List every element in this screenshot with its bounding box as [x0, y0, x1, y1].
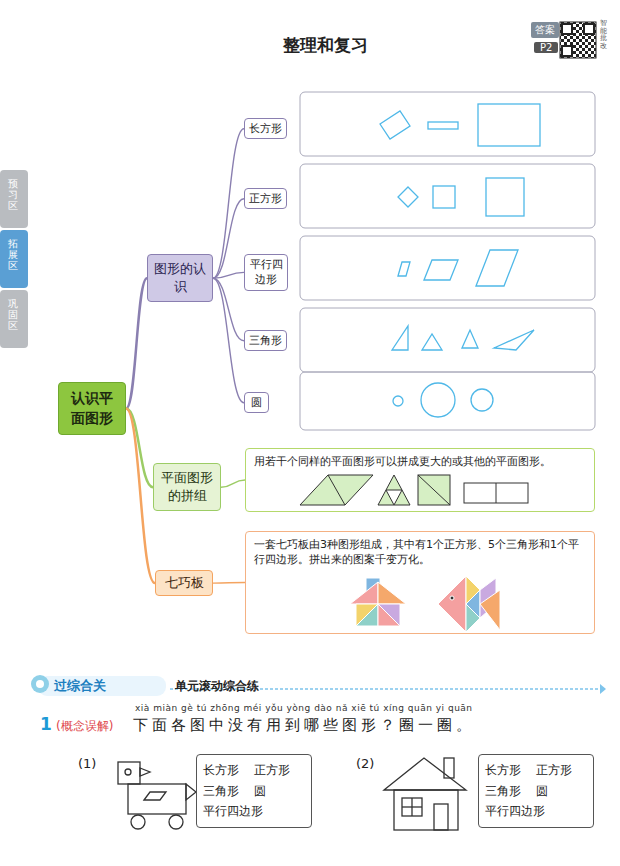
node-text: 正方形: [249, 191, 282, 206]
branch-connector: [126, 409, 155, 584]
sub-number: (1): [78, 756, 96, 771]
node-text: 正方形: [536, 762, 587, 779]
sub-number: (2): [356, 756, 374, 771]
node-text: 长方形: [485, 762, 536, 779]
side-tab-text: 预习区: [8, 178, 18, 211]
page-title: 整理和复习: [283, 34, 368, 57]
branch-connector: [213, 272, 244, 278]
section-subtitle: 单元滚动综合练: [175, 678, 259, 695]
sample-shapes: [380, 104, 540, 417]
side-tab-text: 拓展区: [8, 238, 18, 271]
node-text: 平面图形的拼组: [160, 469, 214, 505]
node-text: 圆: [251, 395, 262, 410]
question-text: 下面各图中没有用到哪些图形？圈一圈。: [133, 716, 475, 735]
node-text: 平行四边形: [203, 803, 254, 820]
node-text: 三角形: [203, 783, 254, 800]
section-title: 过综合关: [54, 677, 106, 695]
figure-1: [118, 762, 196, 829]
side-tab: [0, 290, 28, 348]
node-text: 圆: [536, 783, 587, 800]
side-tab: [0, 230, 28, 288]
section-header: [31, 675, 606, 696]
page-tag: P2: [534, 42, 558, 53]
option-box: 长方形正方形三角形圆平行四边形: [196, 754, 312, 828]
leaf-box: 三角形: [244, 330, 287, 351]
side-tab-text: 巩固区: [8, 298, 18, 331]
node-text: 圆: [254, 783, 305, 800]
side-tab: [0, 170, 28, 228]
branch-box: 图形的认识: [147, 254, 213, 302]
answer-tag: 答案: [531, 22, 559, 38]
note-panel: 一套七巧板由3种图形组成，其中有1个正方形、5个三角形和1个平行四边形。拼出来的…: [245, 531, 595, 634]
leaf-box: 正方形: [244, 188, 287, 209]
note-panel: 用若干个同样的平面图形可以拼成更大的或其他的平面图形。: [245, 448, 595, 512]
leaf-box: 平行四边形: [244, 254, 288, 291]
node-text: 三角形: [485, 783, 536, 800]
branch-connector: [126, 278, 147, 408]
node-text: 长方形: [203, 762, 254, 779]
node-text: 用若干个同样的平面图形可以拼成更大的或其他的平面图形。: [254, 454, 586, 469]
node-text: 七巧板: [162, 574, 206, 592]
branch-connector: [213, 278, 244, 403]
combination-shapes: [300, 475, 528, 505]
branch-box: 七巧板: [155, 570, 213, 596]
leaf-box: 长方形: [244, 118, 287, 139]
qr-note: 智能批改: [600, 20, 607, 51]
leaf-box: 圆: [244, 392, 269, 413]
node-text: 正方形: [254, 762, 305, 779]
question-number: 1: [40, 714, 52, 734]
node-text: 一套七巧板由3种图形组成，其中有1个正方形、5个三角形和1个平行四边形。拼出来的…: [254, 537, 586, 568]
branch-box: 平面图形的拼组: [153, 463, 221, 511]
node-text: 认识平面图形: [65, 389, 119, 428]
tangram-house: [350, 578, 406, 626]
branch-connector: [213, 199, 244, 278]
node-text: 图形的认识: [154, 260, 206, 296]
shape-panels: [300, 92, 595, 430]
node-text: 平行四边形: [249, 257, 283, 288]
branch-connector: [213, 582, 245, 584]
figure-2: [384, 758, 466, 830]
node-text: 长方形: [249, 121, 282, 136]
pinyin-line: xià miàn gè tú zhōng méi yǒu yòng dào nǎ…: [135, 703, 473, 713]
tangram-fish: [438, 576, 500, 632]
node-text: 三角形: [249, 333, 282, 348]
branch-connector: [221, 480, 245, 487]
branch-connector: [213, 278, 244, 341]
question-tag: (概念误解): [56, 718, 113, 735]
node-text: 平行四边形: [485, 803, 536, 820]
root-box: 认识平面图形: [58, 382, 126, 435]
qr-code: [560, 22, 596, 58]
option-box: 长方形正方形三角形圆平行四边形: [478, 754, 594, 828]
branch-connector: [213, 129, 244, 278]
